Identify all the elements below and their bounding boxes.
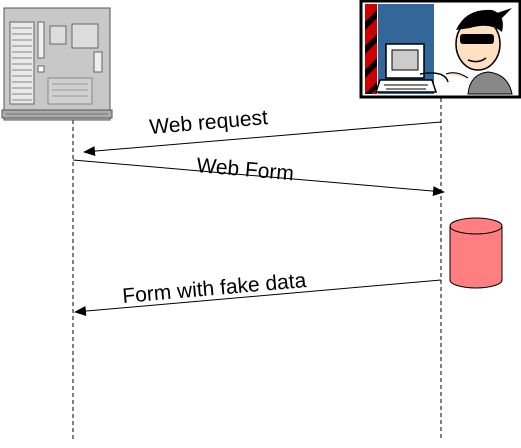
fake-data-arrow	[74, 279, 442, 317]
web-request-arrow	[83, 121, 442, 157]
database-cylinder-icon	[449, 217, 503, 289]
web-request-label: Web request	[148, 106, 268, 139]
server-board-icon	[1, 7, 113, 121]
fake-data-label: Form with fake data	[121, 269, 307, 308]
web-form-label: Web Form	[196, 154, 295, 185]
web-form-arrow	[72, 159, 445, 197]
hacker-at-computer-icon	[359, 0, 521, 99]
